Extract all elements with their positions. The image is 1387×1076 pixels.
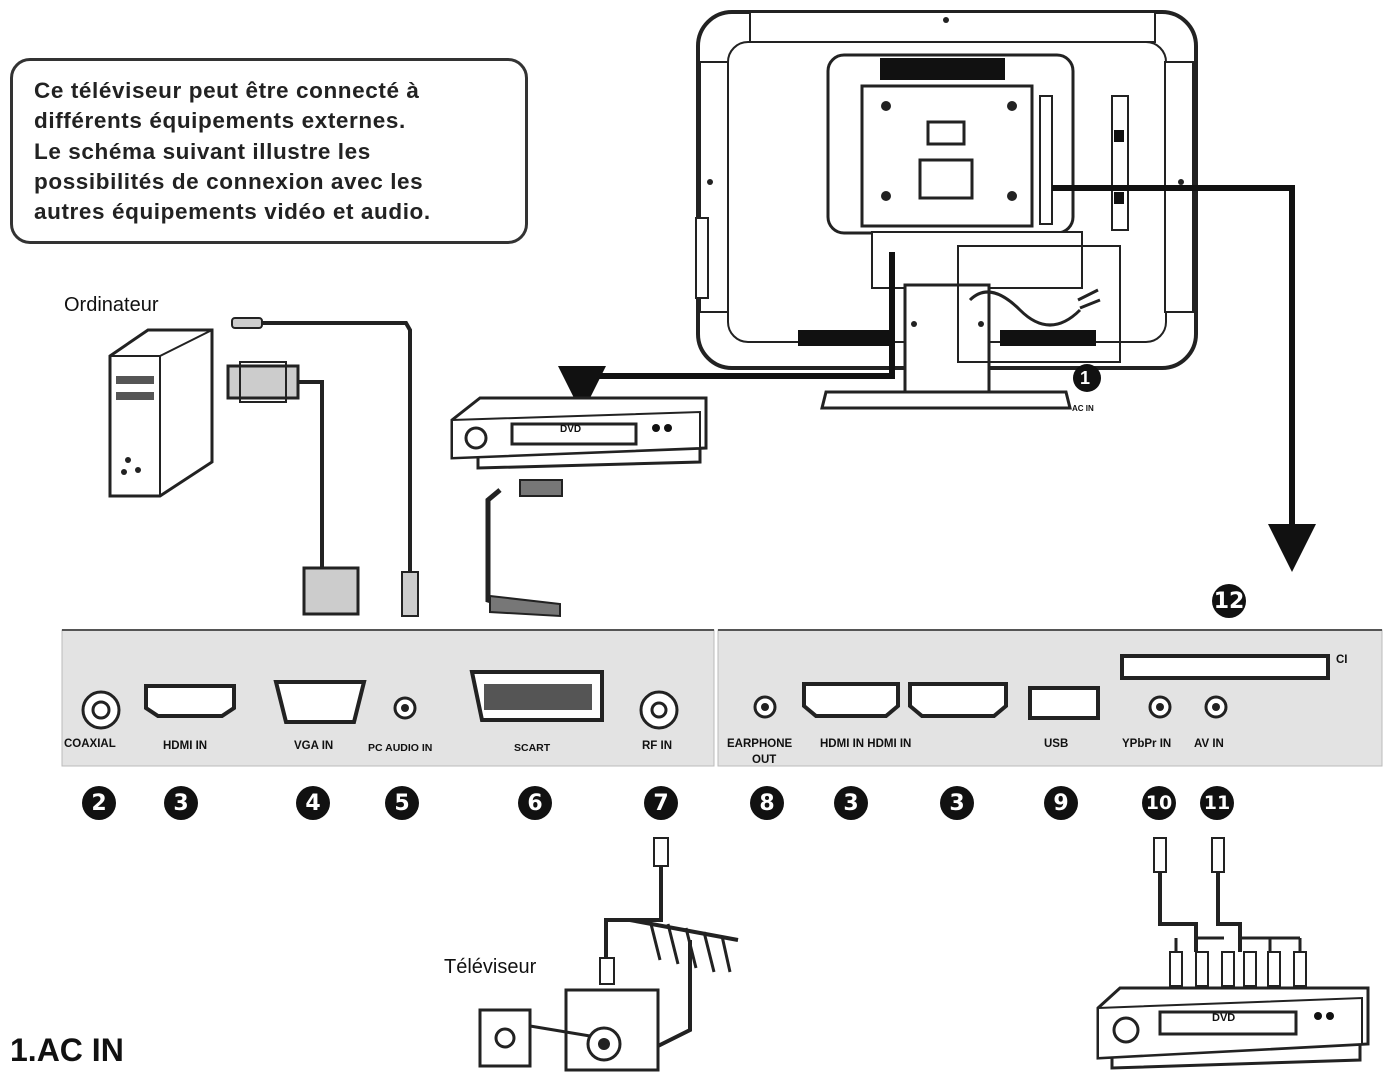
port-label-vga: VGA IN — [294, 740, 334, 752]
intro-line: différents équipements externes. — [34, 108, 406, 133]
number-badge-earphone: 8 — [750, 786, 784, 820]
dvd-label-top: DVD — [560, 424, 582, 435]
tv-label: Téléviseur — [444, 956, 537, 978]
number-badge-scart: 6 — [518, 786, 552, 820]
port-label-hdmi: HDMI IN — [163, 740, 208, 752]
arrow-to-dvd — [558, 252, 895, 414]
computer-illustration — [108, 328, 214, 498]
dvd-label-bottom: DVD — [1212, 1012, 1236, 1024]
number-badge-rf: 7 — [644, 786, 678, 820]
ac-in-label: AC IN — [1072, 404, 1094, 413]
port-label-usb: USB — [1044, 738, 1069, 750]
intro-line: autres équipements vidéo et audio. — [34, 199, 431, 224]
intro-line: possibilités de connexion avec les — [34, 169, 424, 194]
port-label-earphone: EARPHONE — [727, 738, 793, 750]
number-badge-vga: 4 — [296, 786, 330, 820]
antenna-and-wall-outlet — [478, 837, 739, 1072]
ac-in-badge — [1073, 364, 1101, 392]
dvd-player-top — [450, 396, 708, 470]
pc-cables — [226, 317, 419, 617]
port-label-ypbpr: YPbPr IN — [1122, 738, 1172, 750]
port-label-scart: SCART — [514, 742, 551, 754]
number-badge-pc-audio: 5 — [385, 786, 419, 820]
arrow-to-ci — [1052, 185, 1316, 572]
number-badge-ypbpr: 10 — [1142, 786, 1176, 820]
right-connector-panel — [717, 629, 1383, 767]
ac-in-number: 1 — [1080, 368, 1091, 388]
port-label-av: AV IN — [1194, 738, 1224, 750]
left-connector-panel — [61, 629, 715, 767]
intro-line: Ce téléviseur peut être connecté à — [34, 78, 420, 103]
dvd-player-bottom — [1096, 986, 1370, 1070]
number-badge-hdmi: 3 — [164, 786, 198, 820]
intro-callout — [10, 58, 528, 244]
number-badge-hdmi-2: 3 — [834, 786, 868, 820]
number-badge-av: 11 — [1200, 786, 1234, 820]
port-label-earphone-out: OUT — [752, 754, 777, 766]
intro-line: Le schéma suivant illustre les — [34, 139, 371, 164]
port-label-rf: RF IN — [642, 740, 673, 752]
port-label-coaxial: COAXIAL — [64, 738, 116, 750]
section-heading: 1.AC IN — [10, 1032, 124, 1068]
number-badge-usb: 9 — [1044, 786, 1078, 820]
port-label-ci: CI — [1336, 654, 1348, 666]
rca-cables — [1153, 837, 1307, 987]
number-badge-ci: 12 — [1212, 584, 1246, 618]
port-label-pc-audio: PC AUDIO IN — [368, 742, 433, 754]
computer-label: Ordinateur — [64, 294, 159, 316]
scart-cable — [485, 479, 563, 618]
number-badge-coaxial: 2 — [82, 786, 116, 820]
port-label-hdmi-pair: HDMI IN HDMI IN — [820, 738, 912, 750]
tv-back-illustration — [695, 10, 1198, 410]
number-badge-hdmi-3: 3 — [940, 786, 974, 820]
